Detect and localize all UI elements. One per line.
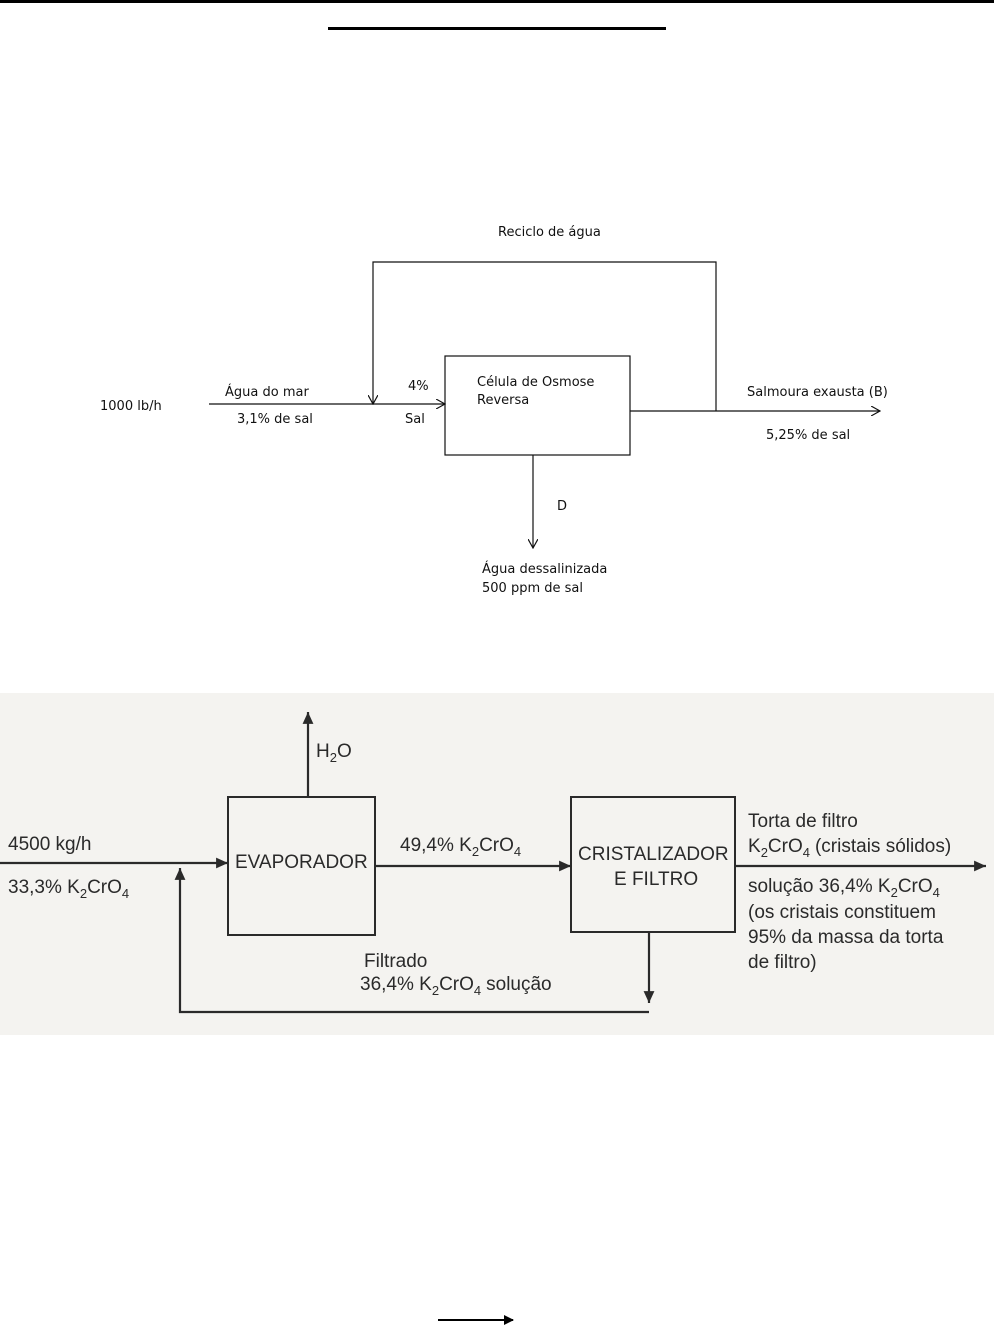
title-underline <box>328 27 666 30</box>
cake-title: Torta de filtro <box>748 811 858 832</box>
feed-composition: 33,3% K2CrO4 <box>8 877 129 901</box>
product-salt: 500 ppm de sal <box>482 581 583 596</box>
feed-rate: 1000 lb/h <box>100 399 162 414</box>
recycle-line <box>373 261 717 411</box>
cake-line5: 95% da massa da torta <box>748 927 944 948</box>
mix-salt: Sal <box>405 412 425 427</box>
crystallizer-label-line1: CRISTALIZADOR <box>578 844 729 865</box>
crystallizer-box <box>570 796 736 933</box>
cake-line3: solução 36,4% K2CrO4 <box>748 876 940 900</box>
vapor-label: H2O <box>316 741 352 765</box>
product-name: Água dessalinizada <box>482 561 607 577</box>
recycle-label: Reciclo de água <box>498 225 601 240</box>
osmosis-cell <box>444 355 631 456</box>
reverse-osmosis-diagram: Reciclo de água 1000 lb/h Água do mar 3,… <box>100 225 888 596</box>
mix-percent: 4% <box>408 379 429 394</box>
cake-line2: K2CrO4(cristais sólidos) <box>748 836 951 860</box>
feed-salt: 3,1% de sal <box>237 412 313 427</box>
brine-name: Salmoura exausta (B) <box>747 385 888 400</box>
cake-line4: (os cristais constituem <box>748 902 936 923</box>
feed-rate: 4500 kg/h <box>8 834 91 855</box>
cell-label-line1: Célula de Osmose <box>477 375 594 390</box>
feed-name: Água do mar <box>225 384 309 400</box>
filtrate-label: Filtrado <box>364 951 427 972</box>
brine-salt: 5,25% de sal <box>766 428 850 443</box>
concentrate-composition: 49,4% K2CrO4 <box>400 835 521 859</box>
filtrate-return-line <box>174 868 649 1014</box>
evaporator-label: EVAPORADOR <box>235 852 368 873</box>
crystallizer-label-line2: E FILTRO <box>614 869 698 890</box>
cake-line6: de filtro) <box>748 952 817 973</box>
product-tag: D <box>557 499 567 514</box>
top-rule <box>0 0 994 3</box>
cell-label-line2: Reversa <box>477 393 529 408</box>
